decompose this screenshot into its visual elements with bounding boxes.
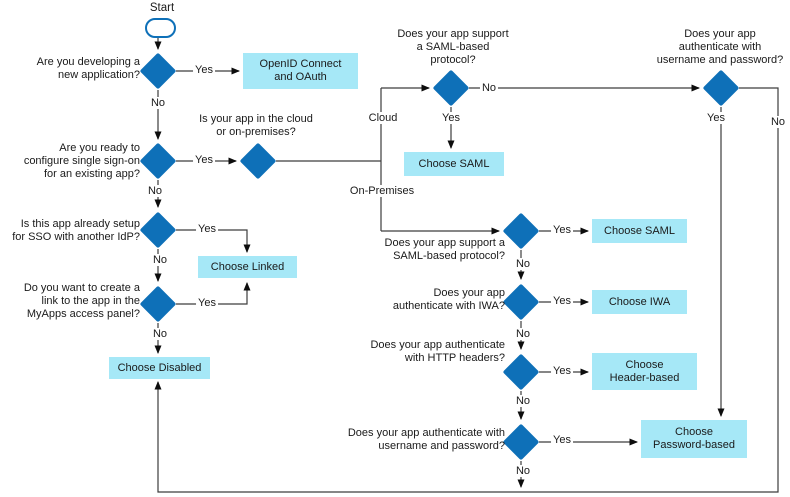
question-already-sso-idp: Is this app already setup for SSO with a… — [12, 218, 140, 244]
edge-label-yes-already-sso: Yes — [196, 223, 218, 235]
edge-label-no-saml-cloud: No — [479, 82, 499, 94]
edge-label-no-ready-sso: No — [145, 185, 165, 197]
edge-label-yes-userpass-cloud: Yes — [705, 112, 727, 124]
edge-label-no-myapps: No — [150, 328, 170, 340]
outcome-openid-oauth: OpenID Connect and OAuth — [243, 53, 358, 89]
edge-label-no-already-sso: No — [150, 254, 170, 266]
edge-label-no-userpass-cloud: No — [768, 116, 788, 128]
edge-label-no-saml-onprem: No — [513, 258, 533, 270]
question-myapps-link: Do you want to create a link to the app … — [23, 282, 140, 321]
question-saml-cloud: Does your app support a SAML-based proto… — [397, 28, 509, 67]
edge-label-no-userpass-onprem: No — [513, 465, 533, 477]
question-ready-sso: Are you ready to configure single sign-o… — [23, 142, 140, 181]
question-http-headers: Does your app authenticate with HTTP hea… — [370, 339, 505, 365]
question-userpass-cloud: Does your app authenticate with username… — [656, 28, 784, 67]
outcome-choose-iwa: Choose IWA — [592, 290, 687, 314]
edge-label-no-iwa: No — [513, 328, 533, 340]
edge-label-yes-myapps: Yes — [196, 297, 218, 309]
edge-label-cloud: Cloud — [366, 112, 400, 124]
edge-label-yes-new-app: Yes — [193, 64, 215, 76]
outcome-choose-header-based: Choose Header-based — [592, 353, 697, 390]
edge-label-no-http-headers: No — [513, 395, 533, 407]
edge-label-yes-ready-sso: Yes — [193, 154, 215, 166]
edge-label-yes-iwa: Yes — [551, 295, 573, 307]
outcome-choose-disabled: Choose Disabled — [109, 357, 210, 379]
start-label: Start — [149, 2, 175, 14]
edge-label-yes-userpass-onprem: Yes — [551, 434, 573, 446]
edge-label-yes-saml-onprem: Yes — [551, 224, 573, 236]
outcome-choose-linked: Choose Linked — [198, 256, 297, 278]
question-iwa: Does your app authenticate with IWA? — [392, 287, 505, 313]
edge-label-no-new-app: No — [148, 97, 168, 109]
start-node — [145, 18, 176, 38]
edge-label-yes-saml-cloud: Yes — [440, 112, 462, 124]
question-new-app: Are you developing a new application? — [36, 56, 140, 82]
question-saml-onprem: Does your app support a SAML-based proto… — [384, 237, 505, 263]
edge-label-yes-http-headers: Yes — [551, 365, 573, 377]
outcome-choose-saml-onprem: Choose SAML — [592, 219, 687, 243]
question-userpass-onprem: Does your app authenticate with username… — [347, 427, 505, 453]
outcome-choose-password-based: Choose Password-based — [641, 420, 747, 458]
outcome-choose-saml-cloud: Choose SAML — [404, 152, 504, 176]
question-cloud-or-onprem: Is your app in the cloud or on-premises? — [199, 113, 313, 139]
edge-label-on-premises: On-Premises — [347, 185, 417, 197]
